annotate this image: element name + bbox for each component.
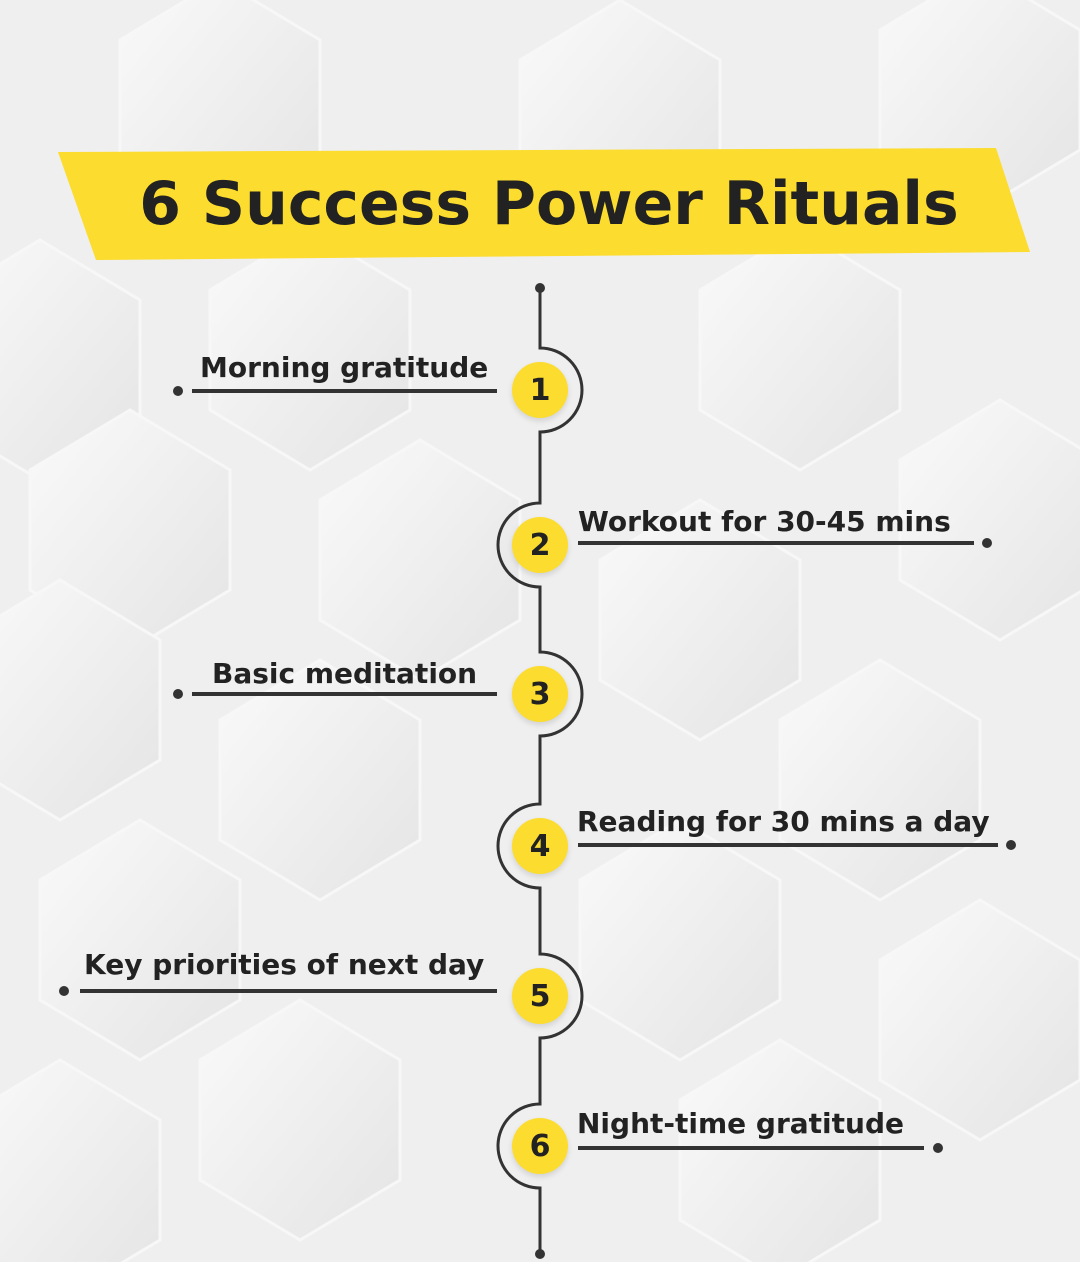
step-number-badge: 4 [512, 818, 568, 874]
step-label: Night-time gratitude [577, 1107, 904, 1140]
step-end-dot [59, 986, 69, 996]
step-label: Reading for 30 mins a day [577, 805, 990, 838]
step-end-dot [982, 538, 992, 548]
step-label: Key priorities of next day [84, 948, 485, 981]
step-end-dot [933, 1143, 943, 1153]
step-label: Morning gratitude [200, 351, 489, 384]
step-end-dot [173, 689, 183, 699]
title-banner: 6 Success Power Rituals [58, 148, 1030, 260]
page-title: 6 Success Power Rituals [139, 169, 959, 239]
step-number-badge: 5 [512, 968, 568, 1024]
step-end-dot [173, 386, 183, 396]
step-number-badge: 3 [512, 666, 568, 722]
step-number-badge: 6 [512, 1118, 568, 1174]
title-banner-shape [58, 148, 1030, 260]
step-number-badge: 2 [512, 517, 568, 573]
step-end-dot [1006, 840, 1016, 850]
step-number-badge: 1 [512, 362, 568, 418]
timeline-line [496, 288, 584, 1254]
timeline-start-dot [535, 283, 545, 293]
step-label: Basic meditation [212, 657, 478, 690]
timeline-end-dot [535, 1249, 545, 1259]
step-label: Workout for 30-45 mins [578, 505, 951, 538]
